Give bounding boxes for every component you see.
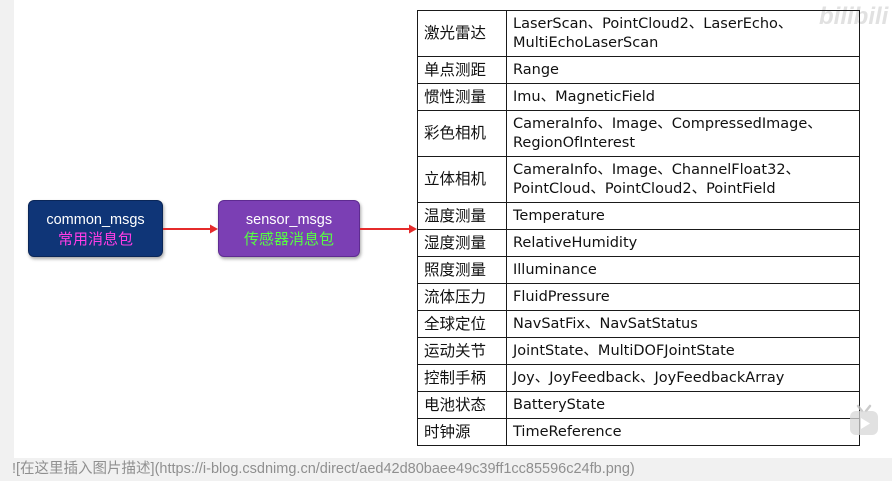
types-cell: Imu、MagneticField <box>506 83 860 111</box>
types-cell: Temperature <box>506 202 860 230</box>
types-cell: TimeReference <box>506 418 860 446</box>
sensor-msgs-name: sensor_msgs <box>245 212 333 228</box>
table-row: 激光雷达 LaserScan、PointCloud2、LaserEcho、Mul… <box>417 10 860 57</box>
types-cell: Illuminance <box>506 256 860 284</box>
sensor-msgs-label: 传感器消息包 <box>243 230 334 248</box>
types-cell: CameraInfo、Image、ChannelFloat32、PointClo… <box>506 156 860 203</box>
types-cell: Range <box>506 56 860 84</box>
category-cell: 电池状态 <box>417 391 507 419</box>
category-cell: 时钟源 <box>417 418 507 446</box>
category-cell: 控制手柄 <box>417 364 507 392</box>
category-cell: 惯性测量 <box>417 83 507 111</box>
types-cell: LaserScan、PointCloud2、LaserEcho、MultiEch… <box>506 10 860 57</box>
common-msgs-label: 常用消息包 <box>57 230 133 248</box>
table-row: 控制手柄 Joy、JoyFeedback、JoyFeedbackArray <box>417 364 860 392</box>
category-cell: 激光雷达 <box>417 10 507 57</box>
table-row: 立体相机 CameraInfo、Image、ChannelFloat32、Poi… <box>417 156 860 203</box>
category-cell: 单点测距 <box>417 56 507 84</box>
category-cell: 运动关节 <box>417 337 507 365</box>
types-cell: CameraInfo、Image、CompressedImage、RegionO… <box>506 110 860 157</box>
types-cell: JointState、MultiDOFJointState <box>506 337 860 365</box>
table-row: 温度测量 Temperature <box>417 202 860 230</box>
image-caption-markdown: ![在这里插入图片描述](https://i-blog.csdnimg.cn/d… <box>12 461 635 477</box>
category-cell: 立体相机 <box>417 156 507 203</box>
common-msgs-node: common_msgs 常用消息包 <box>28 200 163 257</box>
table-row: 全球定位 NavSatFix、NavSatStatus <box>417 310 860 338</box>
sensor-msgs-node: sensor_msgs 传感器消息包 <box>218 200 360 257</box>
table-row: 湿度测量 RelativeHumidity <box>417 229 860 257</box>
slide-image: bilibili common_msgs 常用消息包 sensor_msgs 传… <box>14 0 892 458</box>
types-cell: RelativeHumidity <box>506 229 860 257</box>
types-cell: BatteryState <box>506 391 860 419</box>
category-cell: 湿度测量 <box>417 229 507 257</box>
category-cell: 全球定位 <box>417 310 507 338</box>
types-cell: FluidPressure <box>506 283 860 311</box>
table-row: 惯性测量 Imu、MagneticField <box>417 83 860 111</box>
category-cell: 彩色相机 <box>417 110 507 157</box>
table-row: 照度测量 Illuminance <box>417 256 860 284</box>
bilibili-tv-icon <box>850 404 878 435</box>
table-row: 流体压力 FluidPressure <box>417 283 860 311</box>
common-msgs-name: common_msgs <box>46 212 145 228</box>
table-row: 单点测距 Range <box>417 56 860 84</box>
category-cell: 流体压力 <box>417 283 507 311</box>
table-row: 运动关节 JointState、MultiDOFJointState <box>417 337 860 365</box>
category-cell: 照度测量 <box>417 256 507 284</box>
table-row: 时钟源 TimeReference <box>417 418 860 446</box>
arrow-common-to-sensor <box>163 224 218 234</box>
category-cell: 温度测量 <box>417 202 507 230</box>
sensor-msgs-table: 激光雷达 LaserScan、PointCloud2、LaserEcho、Mul… <box>417 10 860 446</box>
table-row: 电池状态 BatteryState <box>417 391 860 419</box>
arrow-sensor-to-table <box>360 224 417 234</box>
types-cell: Joy、JoyFeedback、JoyFeedbackArray <box>506 364 860 392</box>
types-cell: NavSatFix、NavSatStatus <box>506 310 860 338</box>
table-row: 彩色相机 CameraInfo、Image、CompressedImage、Re… <box>417 110 860 157</box>
